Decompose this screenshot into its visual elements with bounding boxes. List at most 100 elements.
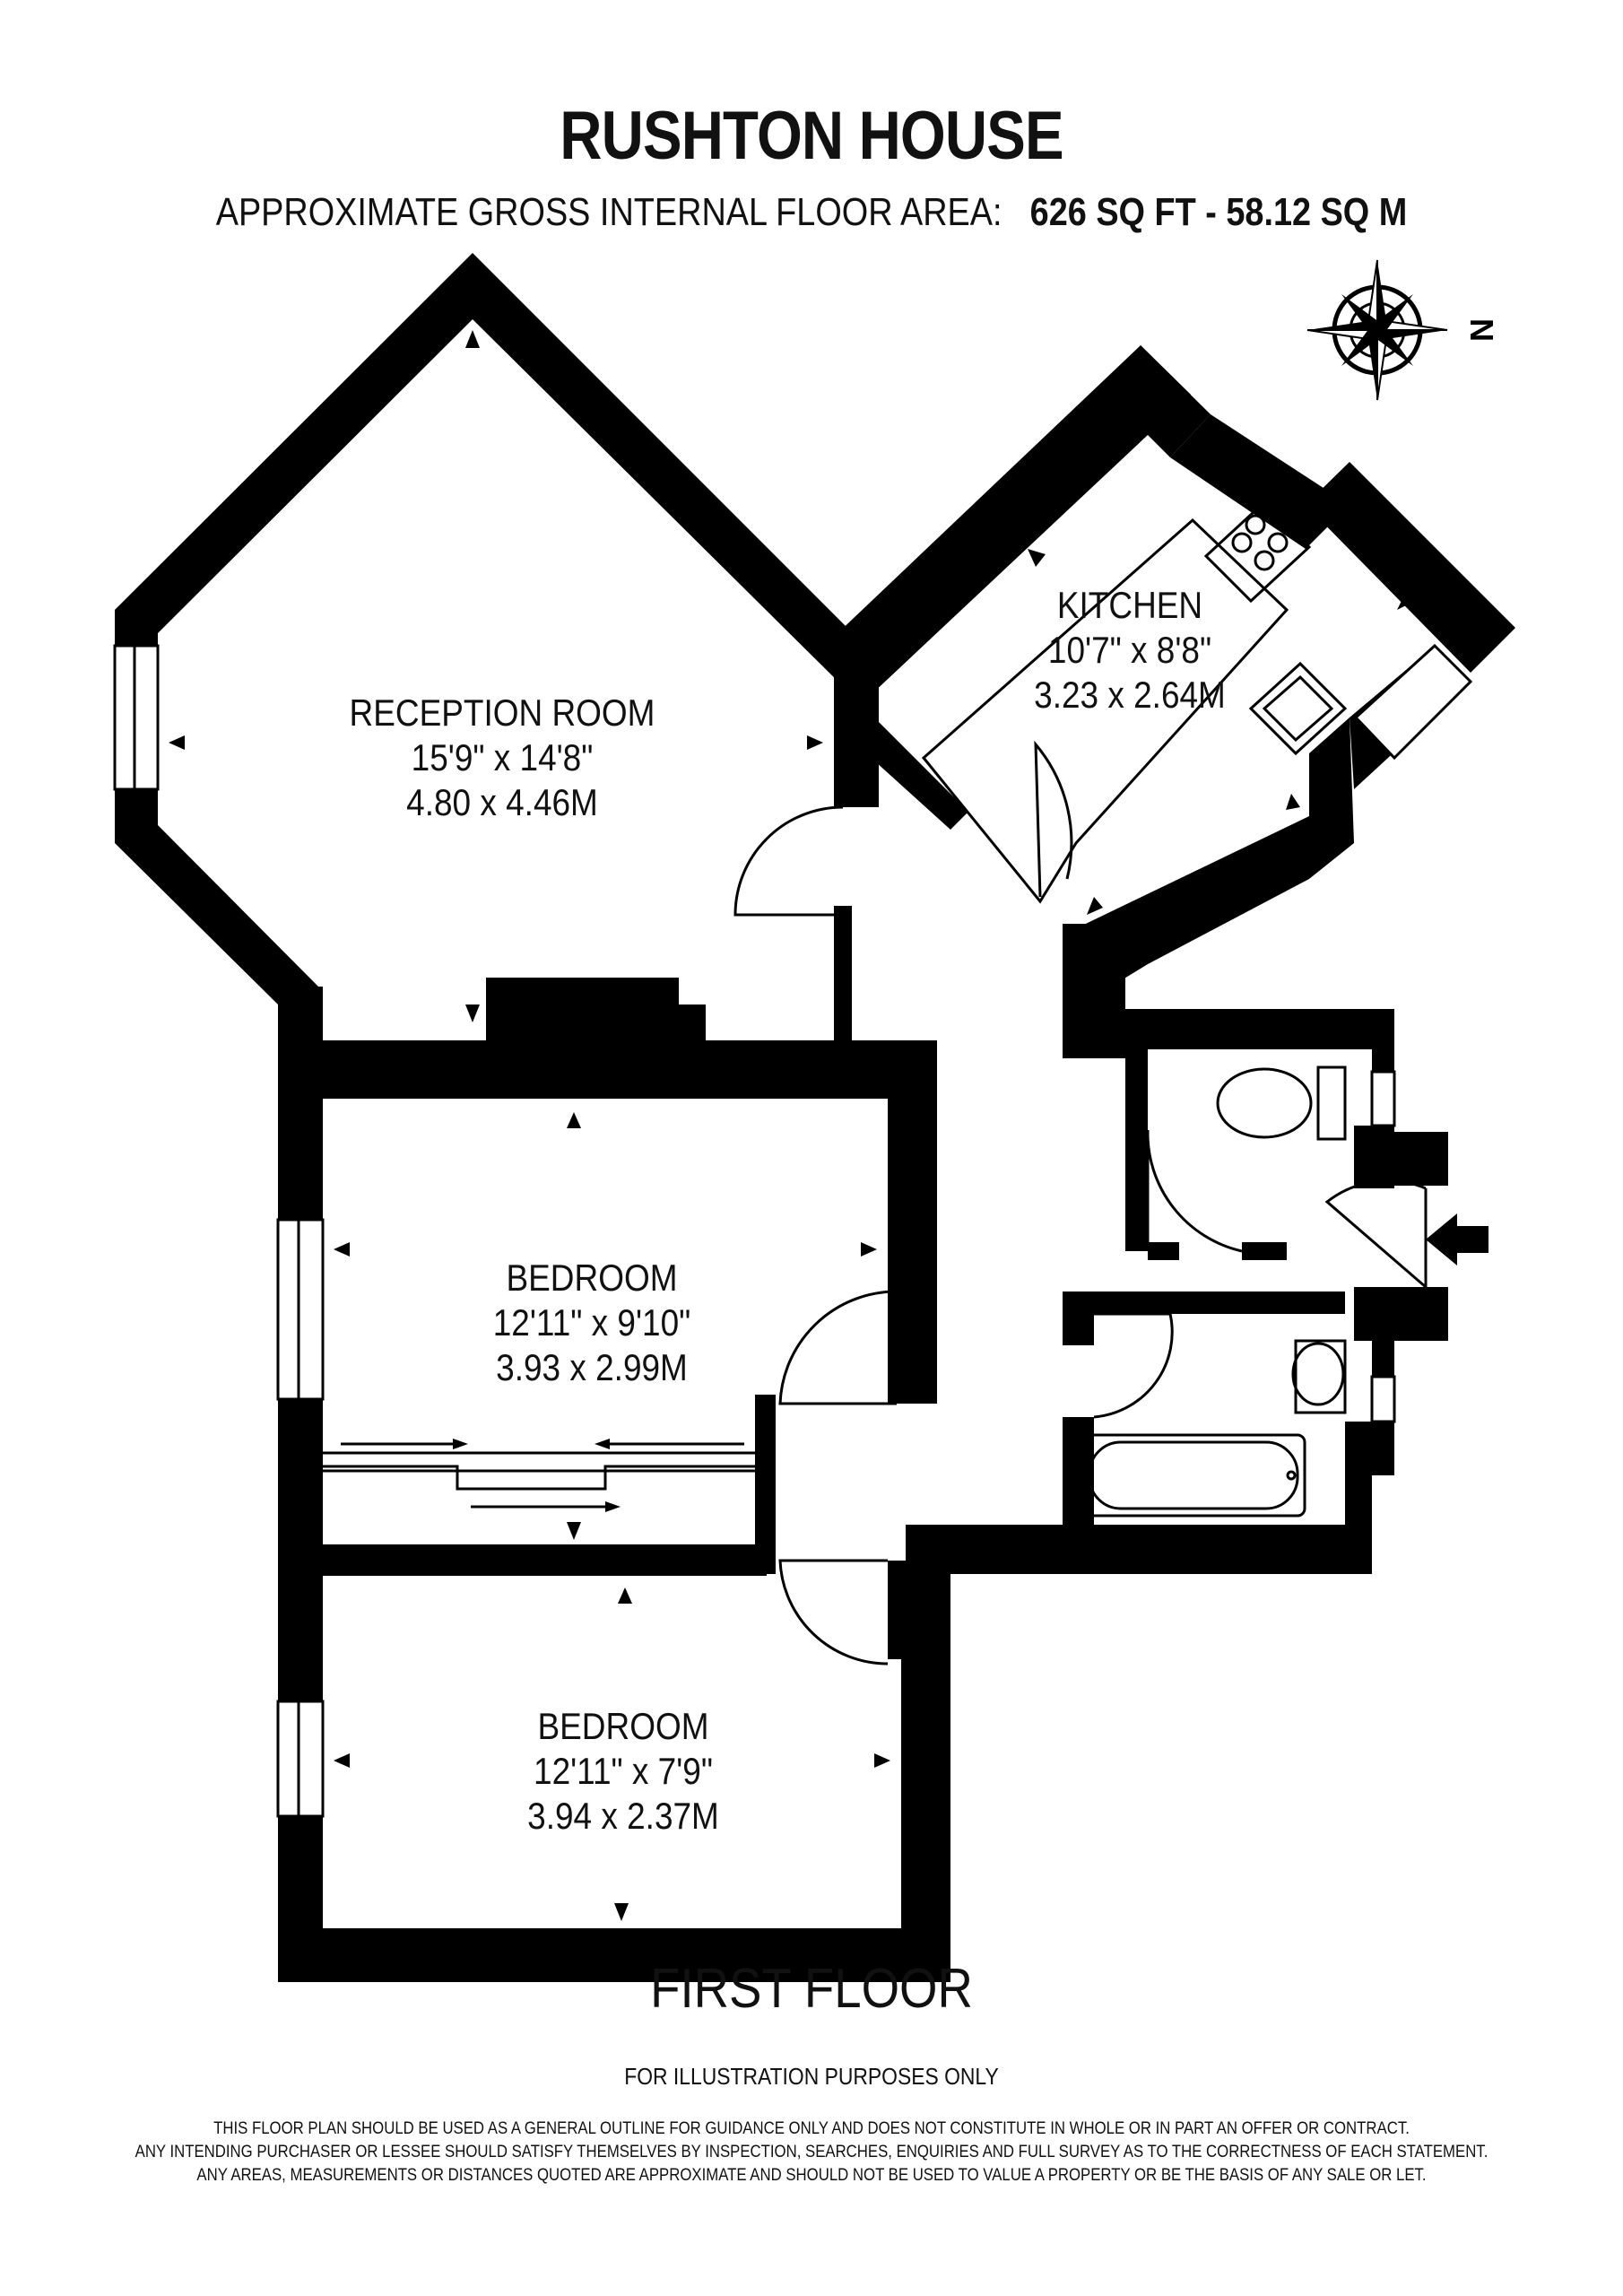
wc-entrance-wall	[1354, 1132, 1448, 1186]
kitchen-wall-right-upper	[1121, 345, 1211, 457]
kitchen-wall-notch-right	[1306, 462, 1515, 673]
room-label-bedroom-1: BEDROOM 12'11" x 9'10" 3.93 x 2.99M	[434, 1256, 750, 1390]
entrance-arrow-icon	[1426, 1213, 1488, 1265]
wall-reception-bedroom	[278, 1040, 937, 1099]
disclaimer-line: THIS FLOOR PLAN SHOULD BE USED AS A GENE…	[213, 2118, 1410, 2138]
hob-burner-icon	[1267, 532, 1289, 553]
room-imperial: 12'11" x 7'9"	[534, 1750, 713, 1792]
fireplace	[486, 978, 679, 1040]
wc-wall-bottom-right	[1242, 1242, 1287, 1260]
hob-burner-icon	[1231, 532, 1253, 553]
room-metric: 4.80 x 4.46M	[406, 781, 598, 823]
fireplace-step	[679, 1004, 706, 1040]
reception-wall-left-bottom	[115, 825, 323, 1040]
wc-door-swing	[1146, 1129, 1243, 1253]
basin-surround-icon	[1294, 1339, 1347, 1414]
bath-icon	[1079, 1433, 1306, 1518]
entrance-wall-lower	[1354, 1287, 1448, 1341]
room-imperial: 12'11" x 9'10"	[492, 1301, 691, 1344]
reception-door-jamb	[834, 906, 852, 1049]
floor-label: FIRST FLOOR	[650, 1958, 973, 2020]
room-name: RECEPTION ROOM	[349, 691, 655, 734]
room-metric: 3.93 x 2.99M	[496, 1346, 688, 1388]
room-name: BEDROOM	[537, 1705, 709, 1747]
bedroom2-door-swing	[778, 1559, 889, 1665]
illustration-note: FOR ILLUSTRATION PURPOSES ONLY	[624, 2063, 999, 2090]
wc-wall-left	[1125, 1009, 1148, 1251]
room-metric: 3.23 x 2.64M	[1034, 674, 1226, 716]
kitchen-wall-right-vertical	[1309, 718, 1354, 843]
room-metric: 3.94 x 2.37M	[527, 1795, 719, 1837]
disclaimer-line: ANY INTENDING PURCHASER OR LESSEE SHOULD…	[135, 2142, 1488, 2161]
reception-window	[113, 644, 160, 791]
wc-wall-top	[1125, 1009, 1394, 1049]
wc-wall-bottom	[1148, 1242, 1179, 1260]
wardrobe-door	[323, 1465, 755, 1491]
bedroom1-door-swing	[778, 1290, 898, 1405]
hob-burner-icon	[1245, 514, 1266, 535]
disclaimer: THIS FLOOR PLAN SHOULD BE USED AS A GENE…	[114, 2117, 1510, 2187]
reception-bay-window-bottom	[115, 789, 158, 825]
kitchen-wall-notch	[1170, 414, 1350, 549]
bedroom2-door-jamb	[888, 1561, 901, 1659]
reception-wall-left-top	[115, 253, 473, 633]
bedroom2-wall-right	[901, 1561, 950, 1982]
reception-wall-right-top	[473, 253, 856, 700]
wall-between-bedrooms	[278, 1544, 767, 1576]
toilet-bowl-icon	[1216, 1067, 1313, 1139]
bathroom-window	[1370, 1375, 1396, 1423]
toilet-cistern-icon	[1316, 1065, 1347, 1141]
floor-area-value: 626 SQ FT - 58.12 SQ M	[1029, 190, 1408, 234]
compass-rose-icon	[1306, 259, 1448, 401]
windows	[113, 643, 1473, 1818]
bedroom1-wall-left-top	[278, 1099, 323, 1220]
entrance-door-swing	[1324, 1179, 1428, 1291]
bathroom-wall-top	[1063, 1292, 1345, 1314]
measurement-markers	[169, 330, 1411, 1921]
room-label-kitchen: KITCHEN 10'7" x 8'8" 3.23 x 2.64M	[972, 583, 1288, 718]
bedroom2-wall-bottom	[278, 1928, 950, 1982]
disclaimer-line: ANY AREAS, MEASUREMENTS OR DISTANCES QUO…	[196, 2165, 1427, 2185]
kitchen-window	[1353, 643, 1473, 761]
arrowheads	[453, 1439, 621, 1512]
room-label-bedroom-2: BEDROOM 12'11" x 7'9" 3.94 x 2.37M	[465, 1704, 781, 1839]
kitchen-wall-bottom	[1067, 816, 1354, 1013]
room-imperial: 15'9" x 14'8"	[411, 736, 594, 778]
compass-north-label: N	[1463, 318, 1500, 342]
room-imperial: 10'7" x 8'8"	[1047, 629, 1212, 671]
hob-burner-icon	[1254, 550, 1275, 571]
kitchen-wall-bottom-left	[1063, 924, 1125, 1058]
hob-icon	[1203, 500, 1312, 604]
reception-bay-window-top	[115, 610, 158, 646]
fixtures	[323, 500, 1428, 1665]
wardrobe-wall-right	[755, 1395, 776, 1574]
bedroom2-wall-left-top	[278, 1576, 323, 1701]
floor-area-label: APPROXIMATE GROSS INTERNAL FLOOR AREA:	[215, 190, 1002, 234]
bath-inner-icon	[1088, 1440, 1299, 1510]
kitchen-counter	[921, 517, 1289, 904]
bathroom-wall-bottom	[906, 1525, 1372, 1574]
room-name: KITCHEN	[1056, 584, 1203, 626]
sink-bowl-icon	[1262, 674, 1334, 743]
room-name: BEDROOM	[506, 1257, 678, 1299]
bedroom1-window	[276, 1218, 325, 1401]
bathroom-wall-left-top	[1063, 1292, 1094, 1345]
plan-title: RUSHTON HOUSE	[560, 98, 1063, 174]
walls	[115, 253, 1515, 1982]
wc-window	[1370, 1070, 1396, 1127]
room-label-reception: RECEPTION ROOM 15'9" x 14'8" 4.80 x 4.46…	[328, 691, 675, 825]
reception-wall-lower-left	[278, 987, 323, 1049]
wc-wall-right-top	[1372, 1009, 1394, 1072]
bedroom2-window	[276, 1700, 325, 1818]
kitchen-wall-left-lower	[856, 700, 968, 830]
bathroom-door-swing	[1093, 1312, 1174, 1419]
reception-door-swing	[733, 805, 844, 917]
bedroom1-wall-right	[888, 1099, 937, 1404]
basin-icon	[1291, 1342, 1345, 1406]
floor-area-line: APPROXIMATE GROSS INTERNAL FLOOR AREA: 6…	[114, 190, 1510, 235]
bathroom-wall-right-top	[1372, 1341, 1394, 1377]
sink-icon	[1248, 661, 1348, 756]
kitchen-wall-upper	[834, 345, 1191, 709]
kitchen-door-swing	[1034, 740, 1073, 898]
